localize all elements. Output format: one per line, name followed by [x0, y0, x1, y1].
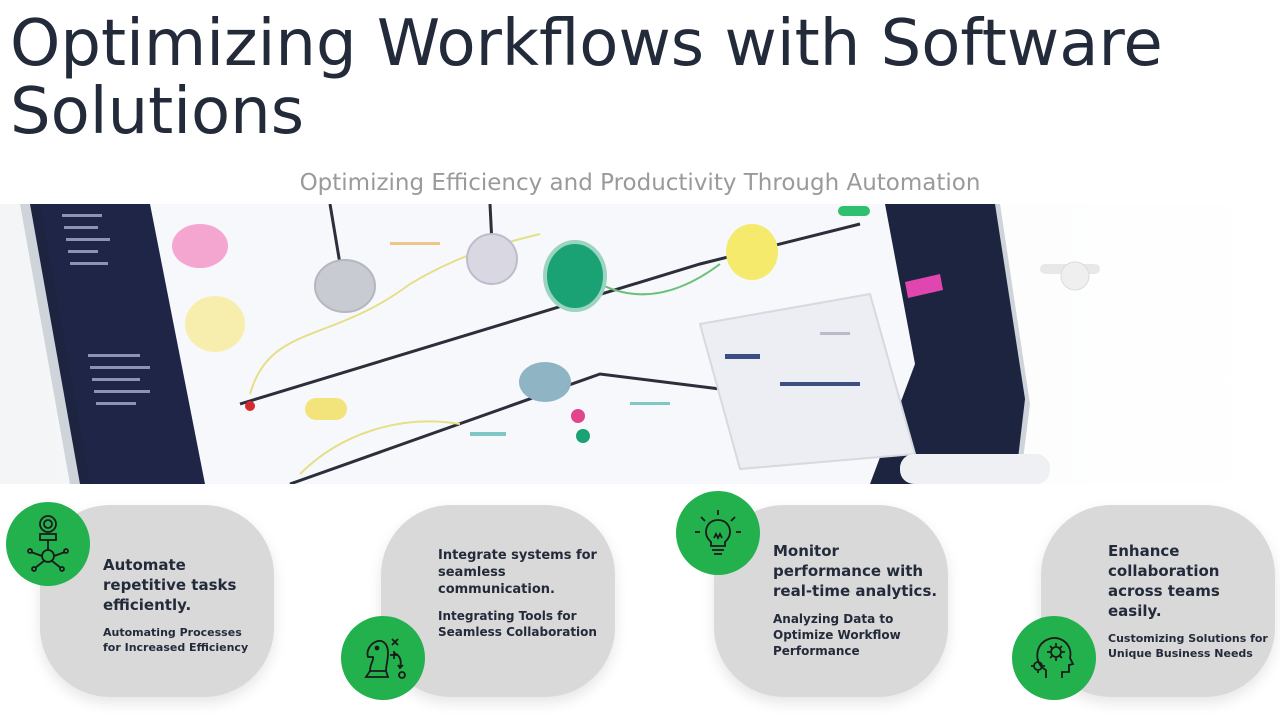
feature-card-automate: Automate repetitive tasks efficiently. A…	[40, 505, 274, 697]
lightbulb-icon	[676, 491, 760, 575]
card-heading: Monitor performance with real-time analy…	[773, 542, 938, 600]
card-detail: Integrating Tools for Seamless Collabora…	[438, 609, 597, 639]
slide-title: Optimizing Workflows with Software Solut…	[10, 7, 1163, 149]
card-detail: Analyzing Data to Optimize Workflow Perf…	[773, 612, 901, 658]
card-heading: Enhance collaboration across teams easil…	[1108, 542, 1220, 620]
card-heading: Automate repetitive tasks efficiently.	[103, 556, 237, 614]
card-detail: Customizing Solutions for Unique Busines…	[1108, 632, 1268, 660]
card-heading: Integrate systems for seamless communica…	[438, 548, 597, 597]
chess-strategy-icon	[341, 616, 425, 700]
workflow-monitor-illustration	[0, 204, 1280, 484]
hero-image	[0, 204, 1280, 484]
slide-subtitle: Optimizing Efficiency and Productivity T…	[299, 170, 981, 196]
head-gears-icon	[1012, 616, 1096, 700]
robot-arm-icon	[6, 502, 90, 586]
card-detail: Automating Processes for Increased Effic…	[103, 626, 249, 654]
